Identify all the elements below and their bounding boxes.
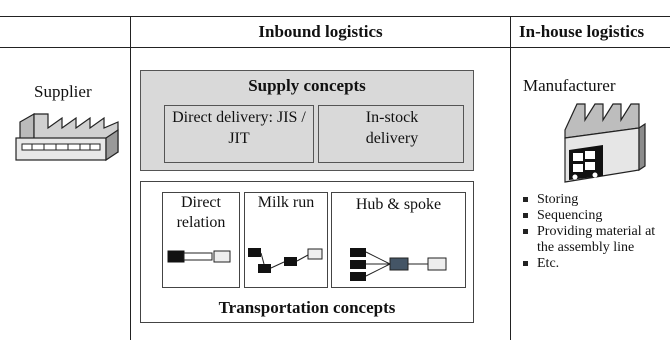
header-rule — [0, 47, 670, 48]
activity-storing: Storing — [521, 192, 669, 208]
direct-delivery-box — [164, 105, 314, 163]
direct-delivery-label: Direct delivery: JIS / JIT — [172, 109, 306, 147]
direct-relation-label: Direct relation — [176, 194, 226, 231]
top-rule — [0, 16, 670, 17]
header-inhouse-logistics: In-house logistics — [519, 22, 645, 41]
activity-sequencing: Sequencing — [521, 208, 669, 224]
supplier-factory-icon — [15, 112, 119, 162]
in-stock-delivery-box — [318, 105, 464, 163]
in-stock-delivery-label: In-stock delivery — [365, 109, 419, 147]
milk-run-label: Milk run — [257, 194, 315, 211]
supply-concepts-title: Supply concepts — [248, 76, 366, 95]
direct-relation-box — [162, 192, 240, 288]
header-inbound-logistics: Inbound logistics — [258, 22, 383, 41]
manufacturer-label: Manufacturer — [523, 76, 616, 95]
direct-relation-graphic — [167, 250, 231, 263]
left-column-divider — [130, 16, 131, 340]
supplier-label: Supplier — [34, 82, 92, 101]
manufacturer-activities-list: Storing Sequencing Providing material at… — [521, 192, 669, 272]
transportation-concepts-title: Transportation concepts — [218, 298, 396, 317]
right-column-divider — [510, 16, 511, 340]
manufacturer-factory-icon — [564, 103, 646, 183]
hub-spoke-label: Hub & spoke — [355, 196, 442, 213]
milk-run-graphic — [248, 248, 323, 273]
activity-etc: Etc. — [521, 256, 669, 272]
activity-providing-material: Providing material at the assembly line — [521, 224, 669, 256]
hub-spoke-graphic — [350, 248, 447, 281]
